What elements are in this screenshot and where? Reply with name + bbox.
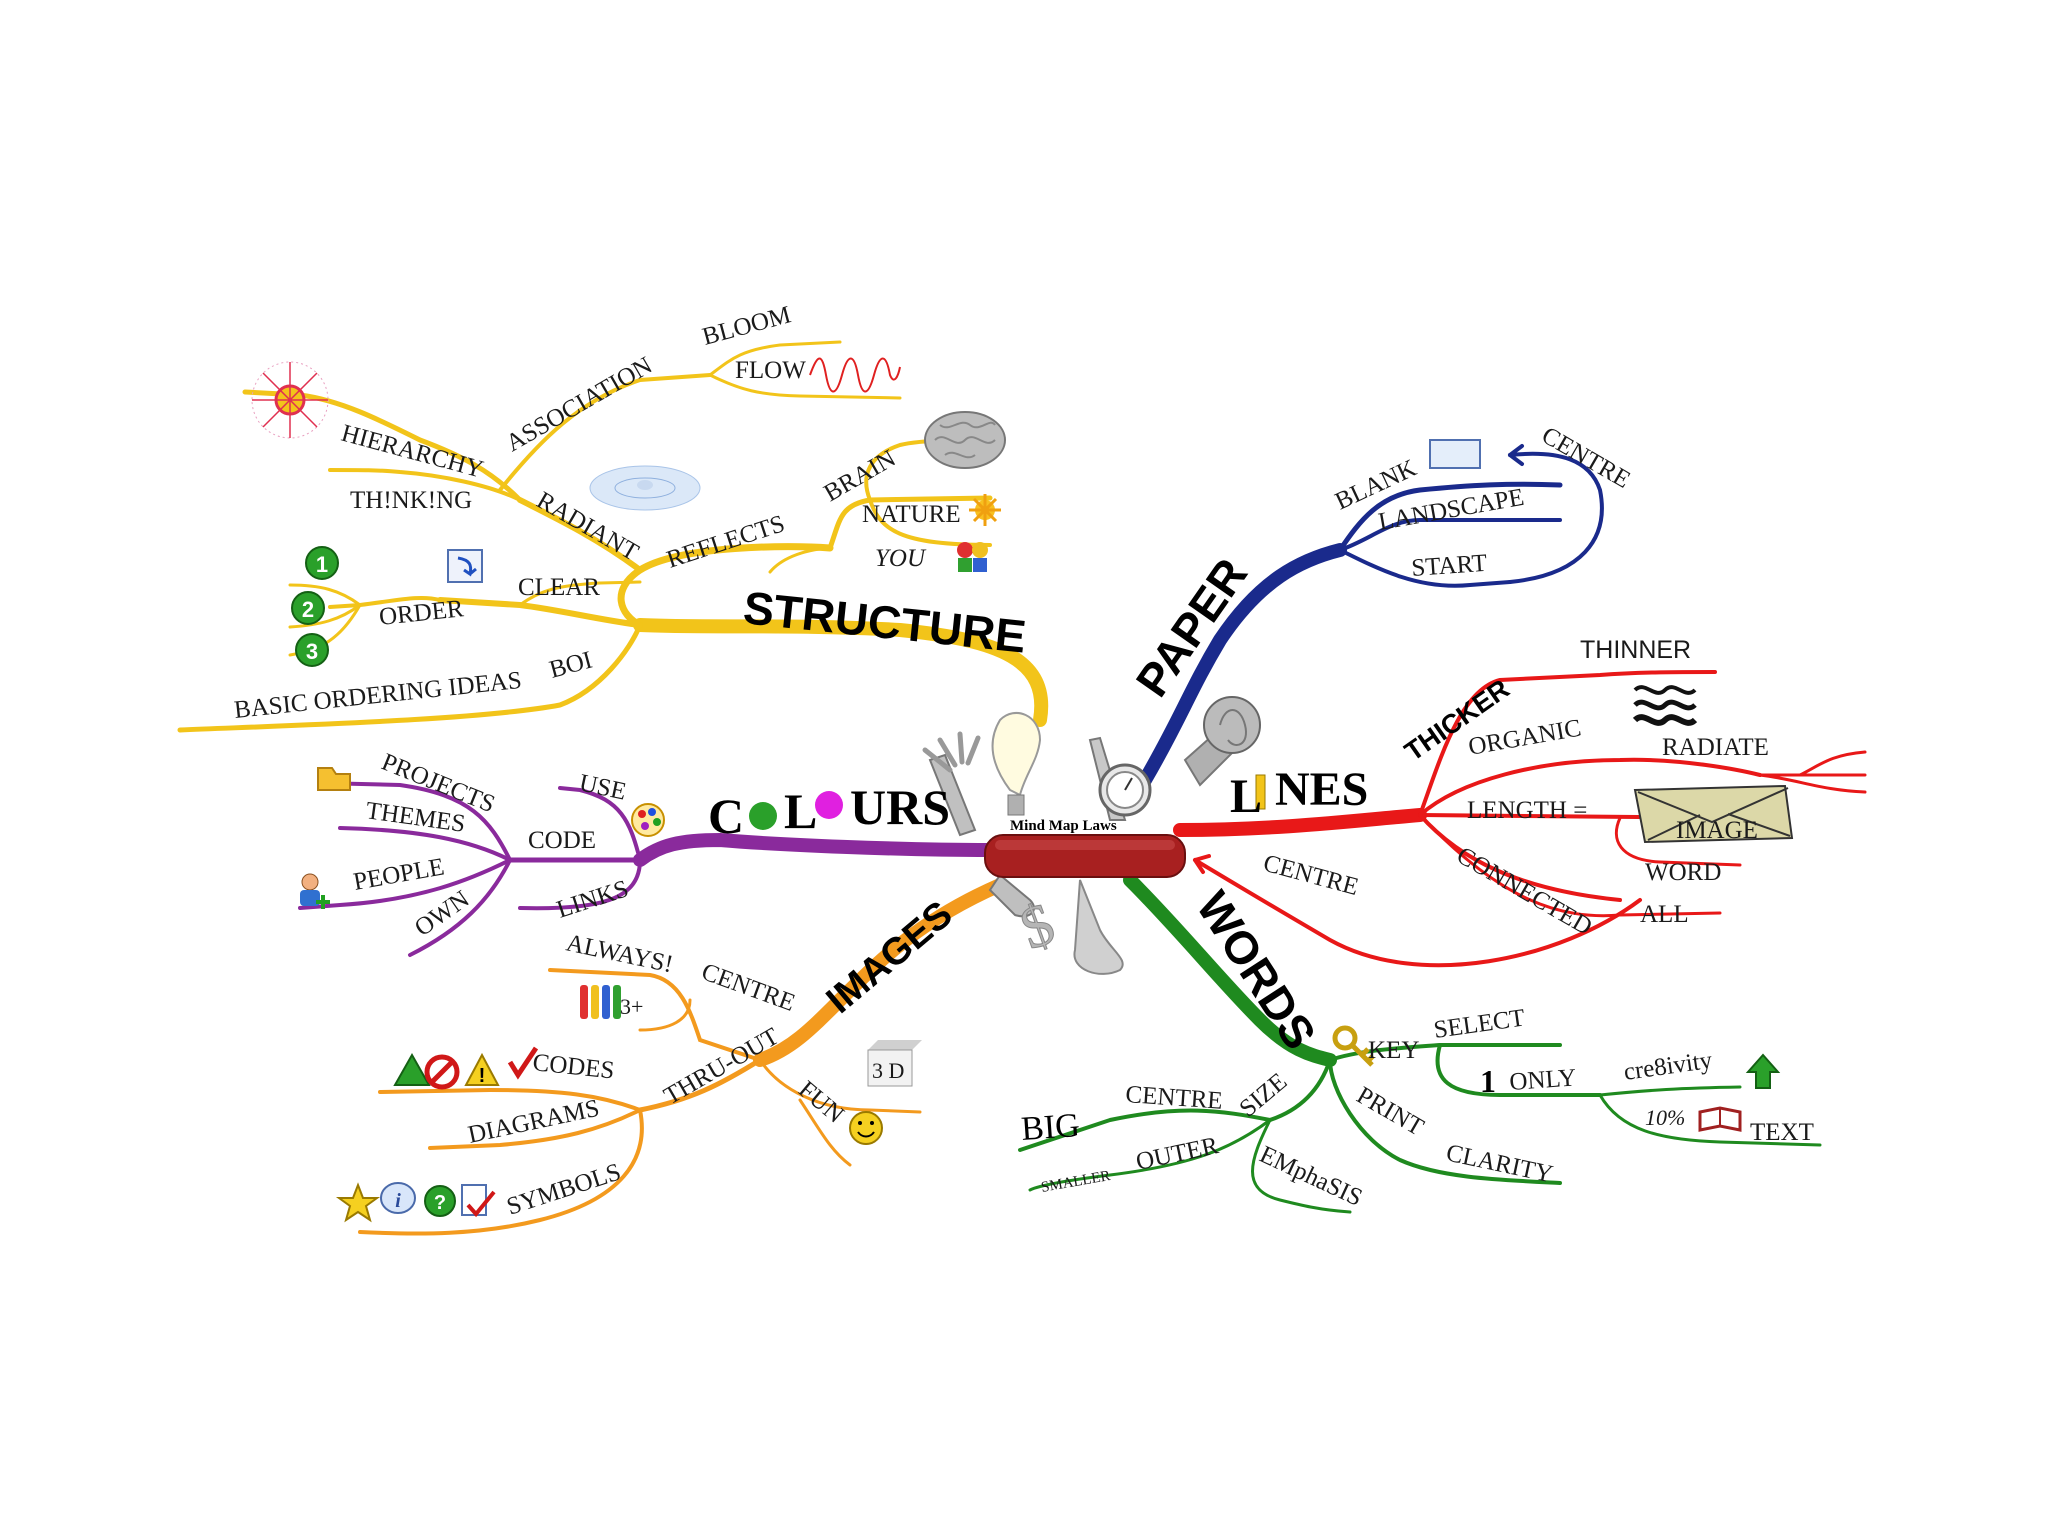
label-use: USE (577, 769, 629, 805)
label-flow: FLOW (735, 357, 806, 384)
label-centre-lines: CENTRE (1260, 850, 1361, 901)
green-ball-icon (749, 802, 777, 830)
label-one: 1 (1480, 1063, 1496, 1099)
label-thinking: TH!NK!NG (350, 487, 472, 514)
label-outer: OUTER (1134, 1132, 1221, 1176)
folder-icon (317, 767, 351, 791)
book-icon (1698, 1106, 1742, 1132)
label-reflects: REFLECTS (664, 510, 789, 573)
lines-label: L NES (1230, 763, 1368, 823)
label-emphasis: EMphaSIS (1255, 1141, 1366, 1212)
label-code: CODE (528, 827, 596, 854)
label-landscape: LANDSCAPE (1376, 484, 1526, 536)
label-connected: CONNECTED (1452, 842, 1597, 941)
brain-icon (924, 411, 1006, 469)
structure-branch (177, 340, 1049, 733)
lines-branch (1173, 670, 1867, 968)
label-select: SELECT (1432, 1004, 1527, 1043)
radiant-thinking-icon (251, 361, 329, 439)
image-envelope-icon (1633, 784, 1794, 844)
svg-text:!: ! (479, 1065, 486, 1087)
colours-branch (298, 781, 997, 957)
colours-label-urs: URS (850, 779, 950, 835)
clear-arrow-icon (447, 549, 483, 583)
add-person-icon (300, 873, 330, 909)
colours-label: C L URS (708, 779, 950, 844)
label-start: START (1411, 550, 1488, 582)
svg-text:1: 1 (316, 552, 328, 577)
label-clear: CLEAR (518, 574, 600, 601)
images-label: IMAGES (819, 893, 961, 1022)
lines-label-l: L (1230, 770, 1262, 823)
warning-icons: ! (393, 1046, 539, 1090)
flow-squiggle-icon (809, 357, 901, 393)
words-branch (1018, 873, 1822, 1214)
images-branch (358, 878, 1007, 1236)
lines-label-nes: NES (1275, 763, 1368, 816)
label-word: WORD (1645, 859, 1721, 886)
magenta-ball-icon (815, 791, 843, 819)
label-links: LINKS (554, 875, 632, 923)
label-boi: BOI (547, 647, 596, 684)
label-thinner: THINNER (1580, 636, 1691, 664)
label-codes: CODES (531, 1049, 615, 1084)
label-organic: ORGANIC (1466, 715, 1583, 761)
label-radiate: RADIATE (1662, 734, 1769, 761)
label-three-plus: 3+ (620, 994, 643, 1019)
palette-icon (631, 803, 665, 837)
blank-page-icon (1429, 439, 1481, 469)
svg-text:?: ? (434, 1192, 446, 1214)
label-you: YOU (875, 545, 927, 572)
structure-label: STRUCTURE (741, 581, 1029, 662)
label-only: ONLY (1509, 1064, 1578, 1096)
svg-text:i: i (395, 1190, 401, 1212)
people-icon (957, 542, 988, 572)
colours-label-c: C (708, 788, 744, 844)
label-text: TEXT (1750, 1119, 1814, 1146)
label-centre-words: CENTRE (1125, 1081, 1224, 1115)
ruler-icon (1255, 774, 1266, 810)
key-icon (1332, 1025, 1375, 1067)
label-cre8ivity: cre8ivity (1622, 1047, 1714, 1086)
number-2-icon: 2 (291, 591, 325, 625)
label-image: IMAGE (1676, 817, 1758, 844)
label-centre-images: CENTRE (698, 958, 799, 1017)
dice-3d-icon (867, 1040, 922, 1087)
svg-text:2: 2 (302, 597, 314, 622)
label-fun: FUN (793, 1076, 849, 1129)
label-three-d: 3 D (872, 1058, 904, 1083)
symbol-icons: i ? (335, 1182, 496, 1223)
up-arrow-icon (1745, 1053, 1781, 1089)
label-nature: NATURE (862, 501, 961, 528)
central-title: Mind Map Laws (1010, 818, 1117, 834)
central-image: $ (922, 696, 1261, 975)
pencils-icon (580, 985, 621, 1019)
svg-text:3: 3 (306, 639, 318, 664)
label-smaller: SMALLER (1040, 1168, 1112, 1196)
smiley-icon (849, 1111, 883, 1145)
number-1-icon: 1 (305, 546, 339, 580)
paper-branch (1138, 444, 1604, 787)
svg-text:$: $ (1012, 890, 1063, 962)
label-big: BIG (1020, 1107, 1081, 1148)
label-key: KEY (1368, 1037, 1419, 1064)
sun-icon (969, 494, 1001, 526)
label-length: LENGTH = (1467, 797, 1587, 824)
number-3-icon: 3 (295, 633, 329, 667)
wavy-lines-icon (1632, 685, 1698, 726)
label-association: ASSOCIATION (502, 352, 657, 457)
label-bloom: BLOOM (700, 301, 794, 350)
colours-label-l: L (784, 783, 817, 839)
label-all: ALL (1640, 901, 1689, 928)
water-drop-icon (589, 465, 701, 511)
label-ten-pct: 10% (1645, 1105, 1685, 1130)
